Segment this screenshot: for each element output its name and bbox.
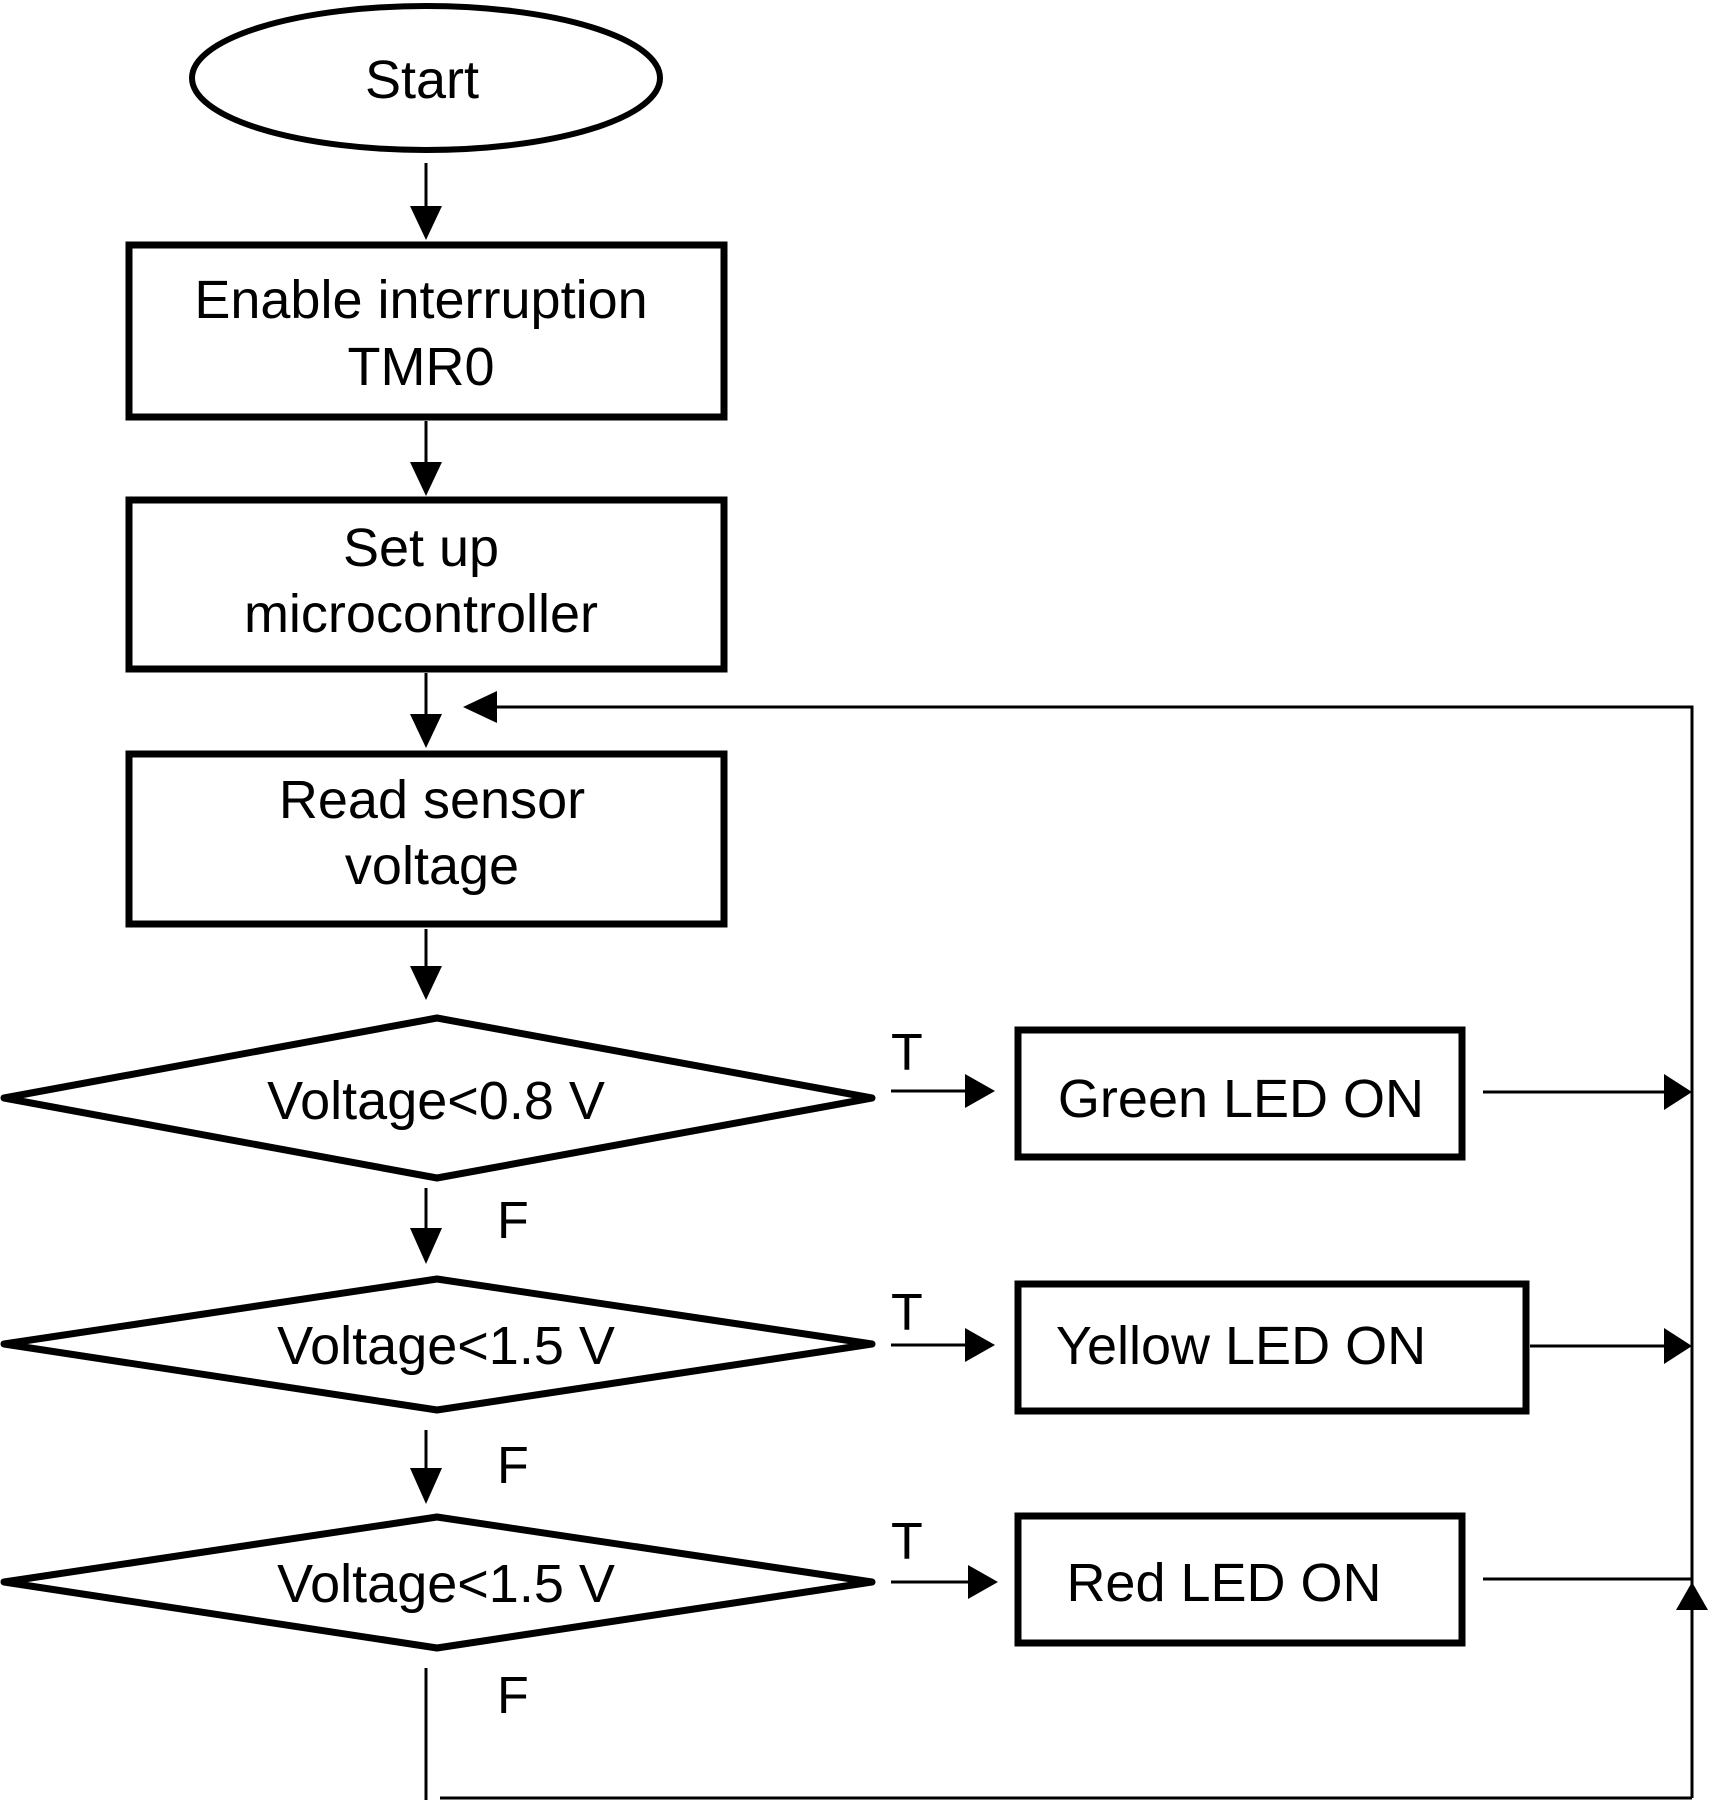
false-label: F (497, 1437, 529, 1495)
action-green-led-on: Green LED ON (1014, 1026, 1466, 1161)
action-red-led-on: Red LED ON (1014, 1512, 1466, 1647)
action-label: Green LED ON (1058, 1069, 1424, 1129)
loop-back-line (497, 705, 1694, 1798)
arrowhead (1664, 1328, 1692, 1364)
decision-voltage-lt-1-5-a: Voltage<1.5 V (0, 1275, 876, 1414)
process-setup-microcontroller: Set up microcontroller (125, 496, 728, 673)
arrowhead (965, 1328, 995, 1362)
action-label: Red LED ON (1066, 1553, 1381, 1613)
arrowhead (410, 1468, 442, 1504)
arrowhead (410, 714, 442, 748)
decision-label: Voltage<1.5 V (277, 1554, 615, 1614)
decision-label: Voltage<1.5 V (277, 1316, 615, 1376)
process-label-line2: TMR0 (348, 337, 495, 397)
arrowhead (410, 462, 442, 496)
action-label: Yellow LED ON (1056, 1316, 1426, 1376)
false-label: F (497, 1667, 529, 1725)
arrowhead (965, 1074, 995, 1108)
loop-back-arrowhead (463, 691, 497, 723)
process-label-line2: voltage (345, 836, 519, 896)
true-label: T (891, 1024, 923, 1082)
decision-label: Voltage<0.8 V (267, 1071, 605, 1131)
arrowhead (968, 1565, 998, 1599)
arrowhead (1664, 1074, 1692, 1110)
start-label: Start (365, 50, 479, 110)
decision-voltage-lt-0-8: Voltage<0.8 V (0, 1014, 876, 1182)
process-enable-interruption: Enable interruption TMR0 (125, 241, 728, 421)
arrowhead (410, 206, 442, 240)
decision-voltage-lt-1-5-b: Voltage<1.5 V (0, 1513, 876, 1652)
action-yellow-led-on: Yellow LED ON (1014, 1280, 1530, 1415)
loop-up-arrowhead (1676, 1582, 1708, 1610)
process-label-line2: microcontroller (244, 584, 598, 644)
arrowhead (410, 1228, 442, 1264)
process-label-line1: Read sensor (279, 770, 585, 830)
start-node: Start (189, 3, 663, 153)
false-label: F (497, 1192, 529, 1250)
process-read-sensor-voltage: Read sensor voltage (125, 750, 728, 928)
process-label-line1: Set up (343, 518, 499, 578)
true-label: T (891, 1284, 923, 1342)
true-label: T (891, 1513, 923, 1571)
arrowhead (410, 966, 442, 1000)
process-label-line1: Enable interruption (194, 270, 647, 330)
